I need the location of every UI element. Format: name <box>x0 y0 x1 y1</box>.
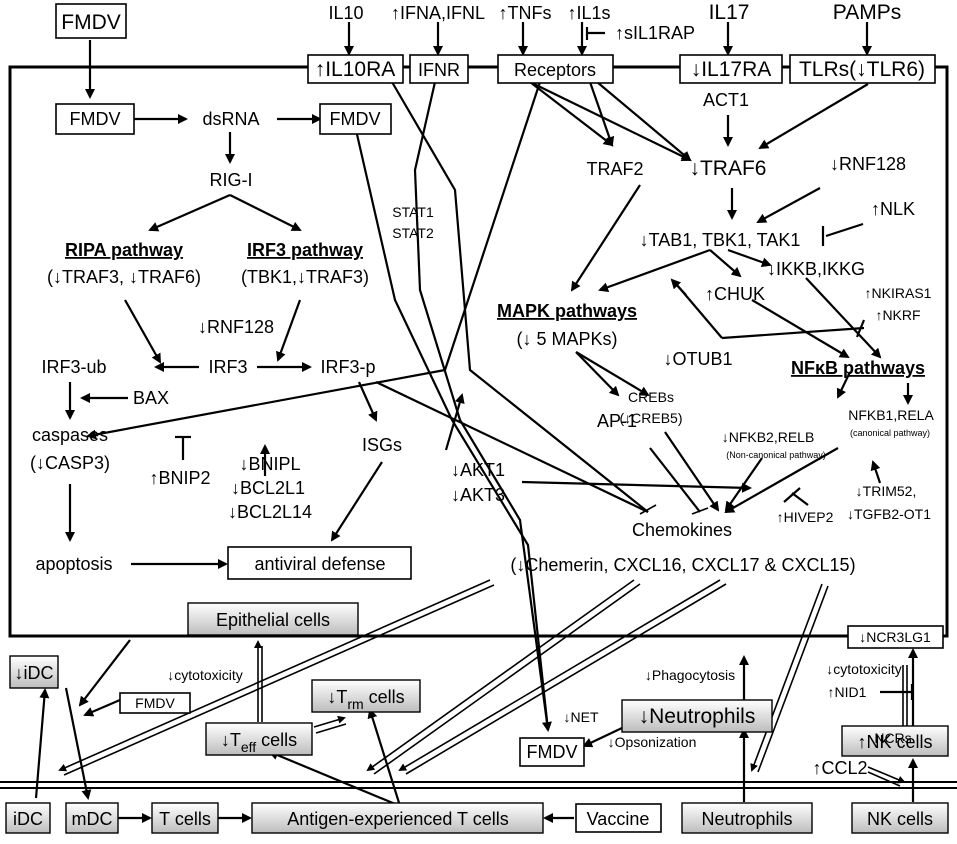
input-il10: IL10 <box>328 3 363 23</box>
input-sil1rap: ↑sIL1RAP <box>615 23 695 43</box>
node-apoptosis: apoptosis <box>35 554 112 574</box>
node-ikkb-ikkg: ↓IKKB,IKKG <box>767 259 865 279</box>
node-stat1: STAT1 <box>392 204 434 220</box>
nfkb-pathways-title: NFκB pathways <box>791 358 925 378</box>
node-creb5: (↓CREB5) <box>619 410 682 426</box>
receptor-generic: Receptors <box>514 60 596 80</box>
node-t-cells: T cells <box>159 809 211 829</box>
receptor-il10ra: ↑IL10RA <box>315 58 396 81</box>
node-trm-cells: ↓Trm cells <box>327 687 404 712</box>
cell-boundary <box>8 65 949 638</box>
node-ap1: AP-1 <box>597 411 637 431</box>
node-bcl2l1: ↓BCL2L1 <box>231 478 305 498</box>
node-chemokines: Chemokines <box>632 520 732 540</box>
input-pamps: PAMPs <box>833 1 901 24</box>
label-opsonization: ↓Opsonization <box>608 734 697 750</box>
node-canonical: (canonical pathway) <box>850 428 930 438</box>
node-nkrf: ↑NKRF <box>875 307 920 323</box>
mapk-pathways-sub: (↓ 5 MAPKs) <box>516 329 617 349</box>
label-cytotoxicity-left: ↓cytotoxicity <box>167 667 242 683</box>
node-bax: BAX <box>133 388 169 408</box>
node-rnf128-left: ↓RNF128 <box>198 317 274 337</box>
label-net: ↓NET <box>564 709 599 725</box>
node-fmdv-right: FMDV <box>330 109 381 129</box>
node-irf3: IRF3 <box>208 357 247 377</box>
node-otub1: ↓OTUB1 <box>663 349 732 369</box>
node-boxes <box>5 3 949 834</box>
node-chemokine-list: (↓Chemerin, CXCL16, CXCL17 & CXCL15) <box>510 555 855 575</box>
node-isgs: ISGs <box>362 435 402 455</box>
epithelial-cells: Epithelial cells <box>216 610 330 630</box>
node-nlk: ↑NLK <box>871 199 915 219</box>
node-irf3-p: IRF3-p <box>320 357 375 377</box>
node-noncanonical: (Non-canonical pathway) <box>726 450 826 460</box>
node-dsrna: dsRNA <box>202 109 259 129</box>
node-hivep2: ↑HIVEP2 <box>777 509 834 525</box>
node-nfkb1-rela: NFKB1,RELA <box>848 407 934 423</box>
receptor-tlrs: TLRs(↓TLR6) <box>799 58 925 81</box>
node-antigen-experienced-t-cells: Antigen-experienced T cells <box>287 809 508 829</box>
input-fmdv: FMDV <box>61 11 121 34</box>
node-fmdv-bottom: FMDV <box>527 742 578 762</box>
ripa-pathway-title: RIPA pathway <box>65 240 183 260</box>
node-neutrophils: Neutrophils <box>701 809 792 829</box>
node-tab-tbk-tak: ↓TAB1, TBK1, TAK1 <box>640 230 801 250</box>
node-bnip2: ↑BNIP2 <box>149 468 210 488</box>
node-akt1: ↓AKT1 <box>451 460 505 480</box>
node-idc-top: ↓iDC <box>15 663 54 683</box>
node-fmdv-inner: FMDV <box>70 109 121 129</box>
input-il1s: ↑IL1s <box>567 3 610 23</box>
label-cytotoxicity-right: ↓cytotoxicity <box>826 661 901 677</box>
node-crebs: CREBs <box>628 389 674 405</box>
node-stat2: STAT2 <box>392 225 434 241</box>
node-trim52: ↓TRIM52, <box>856 483 917 499</box>
input-ifna-ifnl: ↑IFNA,IFNL <box>391 3 485 23</box>
node-ncrs: NCRs <box>874 730 911 746</box>
node-nkiras1: ↑NKIRAS1 <box>865 285 932 301</box>
irf3-pathway-sub: (TBK1,↓TRAF3) <box>241 267 369 287</box>
node-irf3-ub: IRF3-ub <box>41 357 106 377</box>
label-phagocytosis: ↓Phagocytosis <box>645 667 735 683</box>
irf3-pathway-title: IRF3 pathway <box>247 240 363 260</box>
node-nfkb2-relb: ↓NFKB2,RELB <box>722 429 815 445</box>
node-nk-top: ↑NK cells <box>857 732 932 752</box>
node-idc: iDC <box>13 809 43 829</box>
ripa-pathway-sub: (↓TRAF3, ↓TRAF6) <box>47 267 201 287</box>
node-bnipl: ↓BNIPL <box>239 454 300 474</box>
node-rnf128-right: ↓RNF128 <box>830 154 906 174</box>
receptor-il17ra: ↓IL17RA <box>691 58 772 81</box>
node-akt3: ↓AKT3 <box>451 485 505 505</box>
node-casp3: (↓CASP3) <box>30 453 110 473</box>
node-caspases: caspases <box>32 425 108 445</box>
input-il17: IL17 <box>709 1 750 24</box>
node-vaccine: Vaccine <box>587 809 650 829</box>
node-traf2: TRAF2 <box>586 159 643 179</box>
node-fmdv-small: FMDV <box>135 695 175 711</box>
node-neutrophils-top: ↓Neutrophils <box>639 705 756 728</box>
node-tgfb2-ot1: ↓TGFB2-OT1 <box>847 506 931 522</box>
node-chuk: ↑CHUK <box>705 284 765 304</box>
node-traf6: ↓TRAF6 <box>689 157 766 180</box>
node-antiviral-defense: antiviral defense <box>254 554 385 574</box>
receptor-ifnr: IFNR <box>418 60 460 80</box>
connectors <box>34 22 918 823</box>
input-tnfs: ↑TNFs <box>499 3 552 23</box>
node-ccl2: ↑CCL2 <box>812 758 867 778</box>
node-nk-cells: NK cells <box>867 809 933 829</box>
node-act1: ACT1 <box>703 90 749 110</box>
node-teff-cells: ↓Teff cells <box>221 730 297 755</box>
node-rig-i: RIG-I <box>210 170 253 190</box>
node-mdc: mDC <box>72 809 113 829</box>
node-ncr3lg1: ↓NCR3LG1 <box>859 629 931 645</box>
node-nid1: ↑NID1 <box>828 684 867 700</box>
node-bcl2l14: ↓BCL2L14 <box>228 502 312 522</box>
mapk-pathways-title: MAPK pathways <box>497 301 637 321</box>
